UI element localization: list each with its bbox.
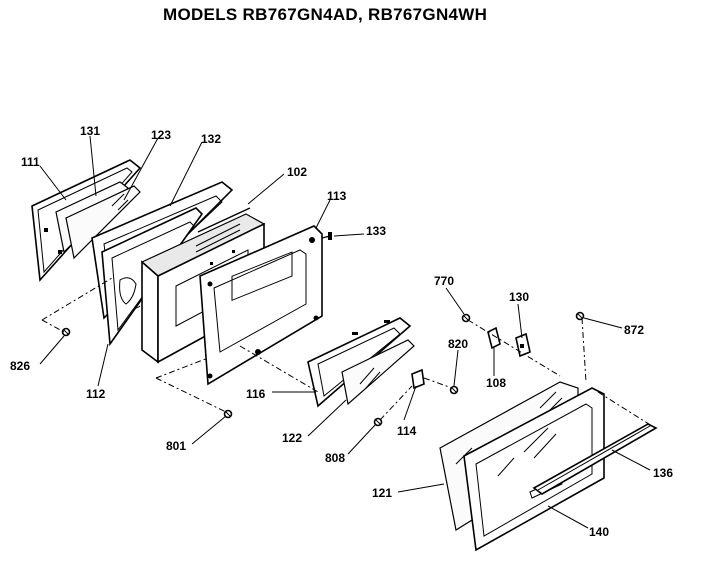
label-808: 808 (325, 451, 345, 465)
label-140: 140 (589, 525, 609, 539)
screw-872 (575, 311, 585, 321)
part-140-outer-door-frame (463, 387, 605, 552)
label-123: 123 (151, 128, 171, 142)
screw-808 (373, 417, 383, 427)
label-113: 113 (327, 189, 347, 203)
label-136: 136 (653, 466, 673, 480)
label-102: 102 (287, 165, 307, 179)
label-820: 820 (448, 337, 468, 351)
diagram-title: MODELS RB767GN4AD, RB767GN4WH (163, 5, 487, 24)
label-114: 114 (397, 424, 417, 438)
part-113-inner-door-panel (199, 225, 323, 386)
label-121: 121 (372, 486, 392, 500)
label-130: 130 (509, 290, 529, 304)
part-123-glass-panel (65, 185, 141, 260)
assembly-lines (41, 277, 653, 427)
part-108-hinge-pin (487, 326, 501, 350)
part-labels: 111 131 123 132 102 113 133 826 112 116 … (10, 124, 673, 539)
leader-lines (39, 135, 651, 529)
label-108: 108 (486, 376, 506, 390)
screw-801 (223, 409, 233, 419)
label-132: 132 (201, 132, 221, 146)
label-770: 770 (434, 274, 454, 288)
label-801: 801 (166, 439, 186, 453)
part-133-screw (321, 232, 332, 240)
part-136-door-handle (532, 423, 658, 495)
part-122-window-glass (341, 339, 415, 406)
part-116-window-frame (307, 317, 412, 408)
part-130-hinge-bracket (515, 332, 531, 358)
label-112: 112 (86, 387, 106, 401)
label-133: 133 (366, 224, 386, 238)
part-114-bracket (411, 368, 425, 390)
screw-770 (461, 313, 471, 323)
screw-826 (61, 327, 71, 337)
label-122: 122 (282, 431, 302, 445)
label-872: 872 (624, 323, 644, 337)
label-826: 826 (10, 359, 30, 373)
label-131: 131 (80, 124, 100, 138)
label-116: 116 (246, 387, 266, 401)
label-111: 111 (21, 155, 40, 169)
screw-820 (449, 385, 459, 395)
